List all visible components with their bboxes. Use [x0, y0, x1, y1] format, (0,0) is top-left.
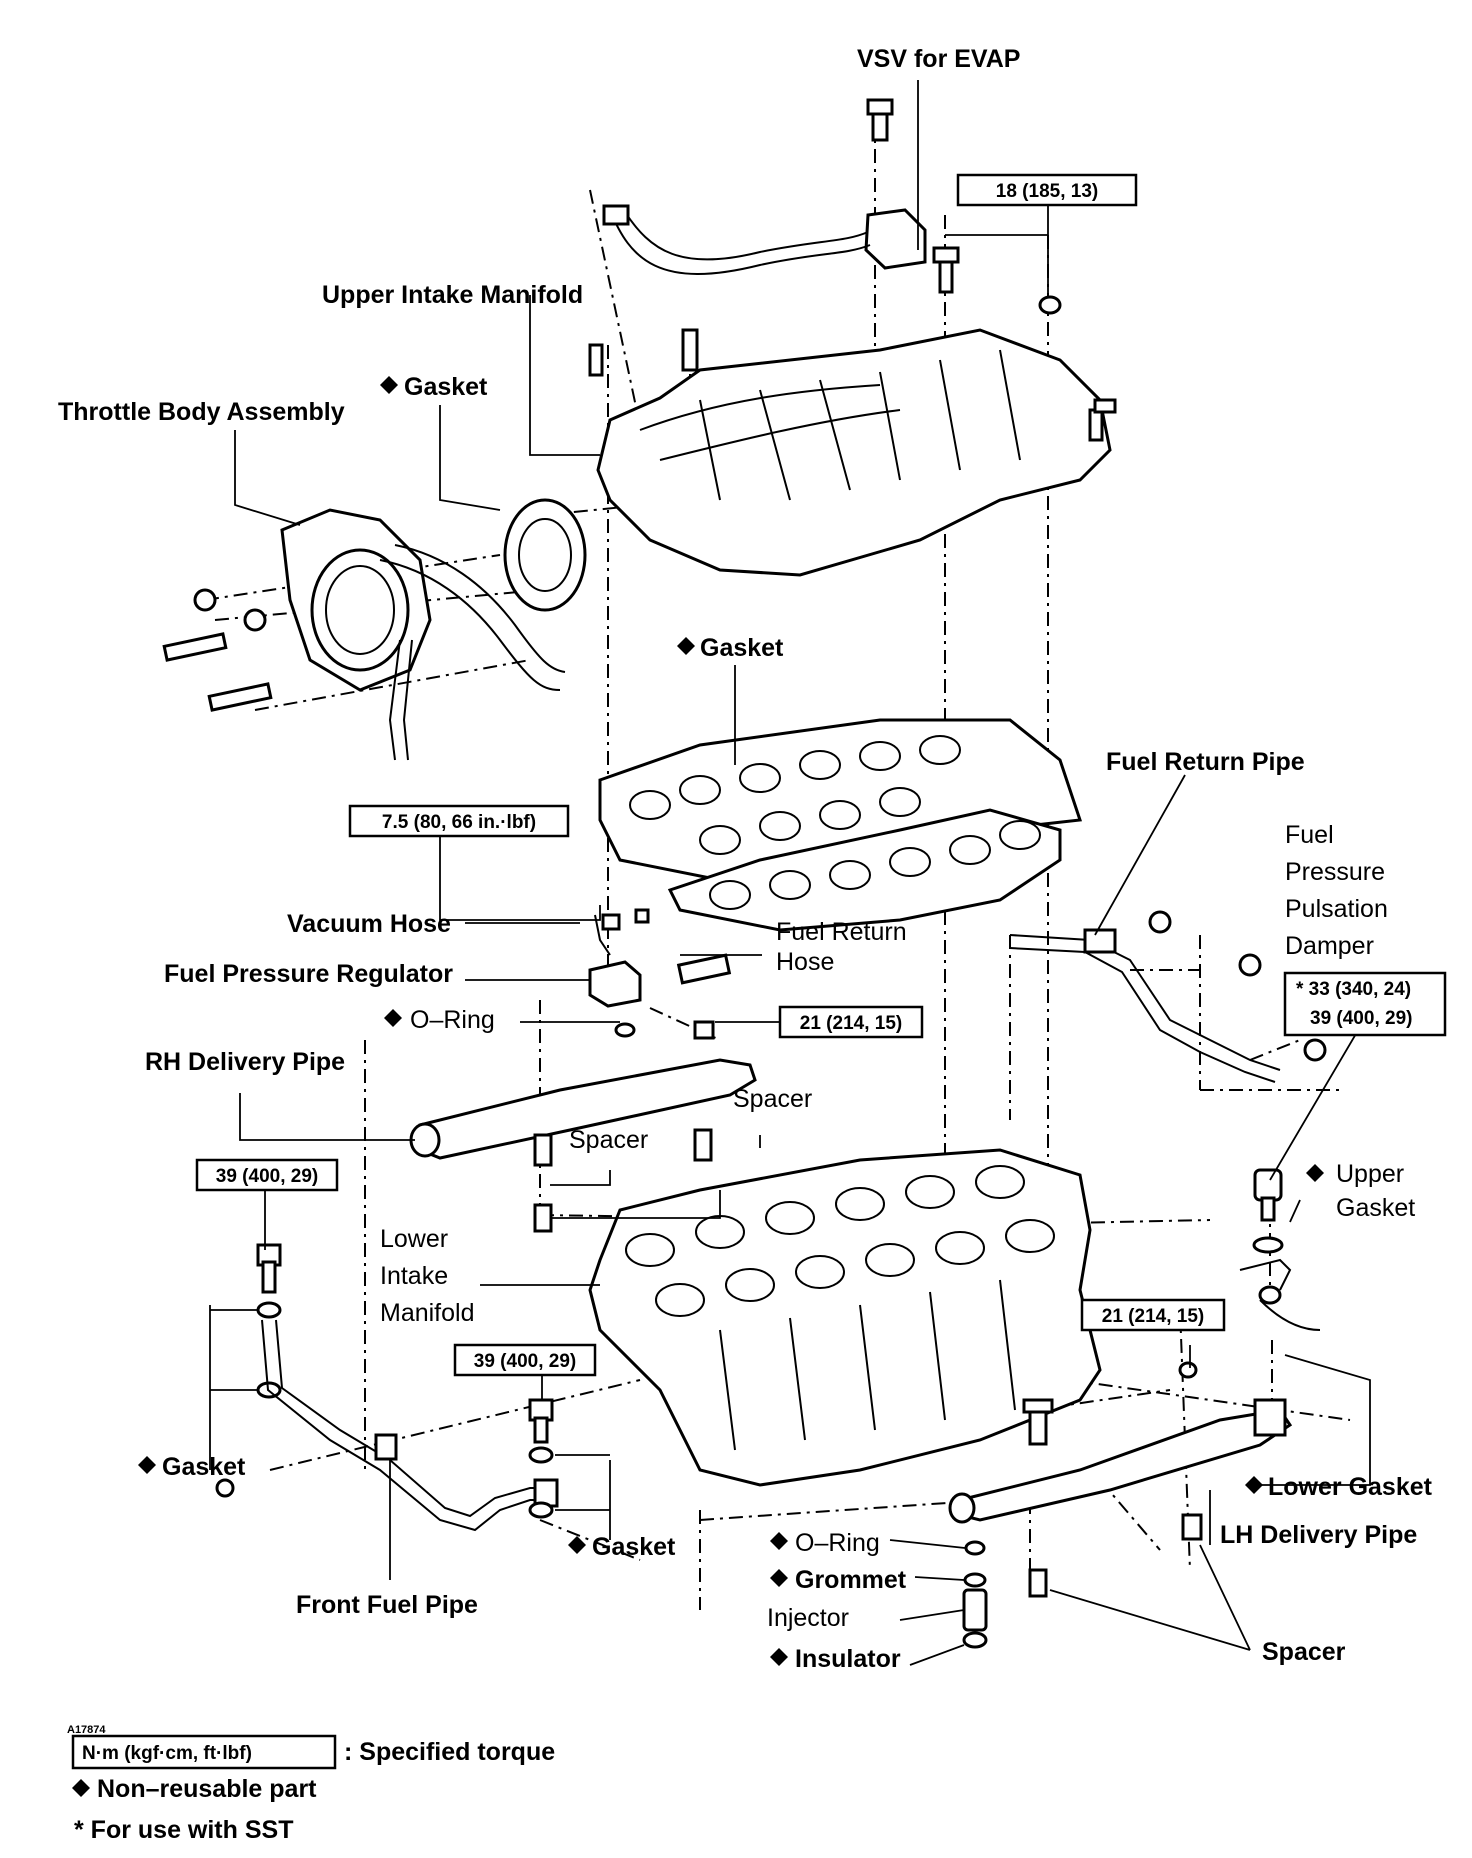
label-lower-intake-1: Lower: [380, 1225, 448, 1253]
label-lh-delivery-pipe: LH Delivery Pipe: [1220, 1521, 1417, 1549]
label-grommet: Grommet: [795, 1566, 907, 1594]
label-vsv-evap: VSV for EVAP: [857, 45, 1020, 73]
label-lower-intake-2: Intake: [380, 1262, 448, 1290]
diamond-icon: [1245, 1476, 1263, 1494]
label-lower-gasket: Lower Gasket: [1268, 1473, 1433, 1501]
diamond-icon: [677, 637, 695, 655]
svg-text:7.5 (80, 66 in.·lbf): 7.5 (80, 66 in.·lbf): [382, 812, 536, 833]
label-upper-gasket-2: Gasket: [1336, 1194, 1415, 1222]
label-upper-gasket-1: Upper: [1336, 1160, 1404, 1188]
label-spacer-1: Spacer: [733, 1085, 812, 1113]
diamond-icon: [770, 1648, 788, 1666]
label-o-ring-bottom: O–Ring: [795, 1529, 880, 1557]
throttle-body-assembly: [162, 498, 587, 761]
leader-lines: [209, 80, 1371, 1666]
label-throttle-body: Throttle Body Assembly: [58, 398, 345, 426]
svg-text:39 (400, 29): 39 (400, 29): [216, 1166, 318, 1187]
label-gasket-throttle: Gasket: [404, 373, 488, 401]
label-o-ring-top: O–Ring: [410, 1006, 495, 1034]
label-damper-4: Damper: [1285, 932, 1374, 960]
label-lower-intake-3: Manifold: [380, 1299, 475, 1327]
upper-intake-manifold: [588, 328, 1117, 577]
diamond-icon: [138, 1456, 156, 1474]
label-gasket-bottom: Gasket: [592, 1533, 676, 1561]
lh-delivery-pipe: [948, 1258, 1321, 1649]
label-gasket-left: Gasket: [162, 1453, 246, 1481]
label-insulator: Insulator: [795, 1645, 901, 1673]
label-damper-3: Pulsation: [1285, 895, 1388, 923]
diamond-icon: [72, 1779, 90, 1797]
label-gasket-upper: Gasket: [700, 634, 784, 662]
label-rh-delivery-pipe: RH Delivery Pipe: [145, 1048, 345, 1076]
diamond-icon: [568, 1536, 586, 1554]
svg-text:21 (214, 15): 21 (214, 15): [1102, 1306, 1204, 1327]
front-fuel-pipe: [215, 1243, 559, 1532]
part-labels: VSV for EVAP Upper Intake Manifold Gaske…: [58, 45, 1433, 1673]
intake-gasket: [598, 718, 1083, 932]
torque-box-5: 39 (400, 29): [195, 1158, 339, 1192]
legend-unit-desc: : Specified torque: [344, 1738, 555, 1766]
legend-unit: N·m (kgf·cm, ft·lbf): [82, 1743, 252, 1764]
diamond-icon: [770, 1532, 788, 1550]
rh-delivery-pipe: [409, 908, 757, 1233]
figure-id: A17874: [67, 1724, 106, 1736]
label-upper-intake-manifold: Upper Intake Manifold: [322, 281, 583, 309]
label-damper-1: Fuel: [1285, 821, 1334, 849]
torque-box-7: 21 (214, 15): [1080, 1298, 1226, 1332]
label-fuel-return-pipe: Fuel Return Pipe: [1106, 748, 1305, 776]
torque-box-3: 21 (214, 15): [778, 1005, 924, 1039]
legend-nonreusable: Non–reusable part: [97, 1775, 317, 1803]
diamond-icon: [384, 1009, 402, 1027]
svg-text:39 (400, 29): 39 (400, 29): [474, 1351, 576, 1372]
torque-box-6: 39 (400, 29): [453, 1343, 597, 1377]
torque-box-2: 7.5 (80, 66 in.·lbf): [348, 804, 570, 838]
label-fuel-return-hose-2: Hose: [776, 948, 834, 976]
label-fuel-pressure-regulator: Fuel Pressure Regulator: [164, 960, 453, 988]
svg-text:39 (400, 29): 39 (400, 29): [1310, 1008, 1412, 1029]
legend: A17874 N·m (kgf·cm, ft·lbf) : Specified …: [67, 1724, 555, 1844]
label-spacer-2: Spacer: [569, 1126, 648, 1154]
torque-box-4: * 33 (340, 24) 39 (400, 29): [1283, 971, 1447, 1037]
svg-text:* 33 (340, 24): * 33 (340, 24): [1296, 979, 1411, 1000]
svg-text:21 (214, 15): 21 (214, 15): [800, 1013, 902, 1034]
vsv-evap: [602, 98, 1062, 315]
diamond-icon: [1306, 1164, 1324, 1182]
svg-text:18 (185, 13): 18 (185, 13): [996, 181, 1098, 202]
label-fuel-return-hose-1: Fuel Return: [776, 918, 907, 946]
label-injector: Injector: [767, 1604, 849, 1632]
fuel-return-pipe: [1009, 910, 1327, 1254]
lower-intake-manifold: [588, 1148, 1102, 1487]
torque-box-1: 18 (185, 13): [956, 173, 1138, 207]
label-damper-2: Pressure: [1285, 858, 1385, 886]
label-vacuum-hose: Vacuum Hose: [287, 910, 451, 938]
legend-sst: * For use with SST: [74, 1816, 293, 1844]
label-spacer-bottom: Spacer: [1262, 1638, 1346, 1666]
diamond-icon: [770, 1569, 788, 1587]
label-front-fuel-pipe: Front Fuel Pipe: [296, 1591, 478, 1619]
diamond-icon: [380, 376, 398, 394]
